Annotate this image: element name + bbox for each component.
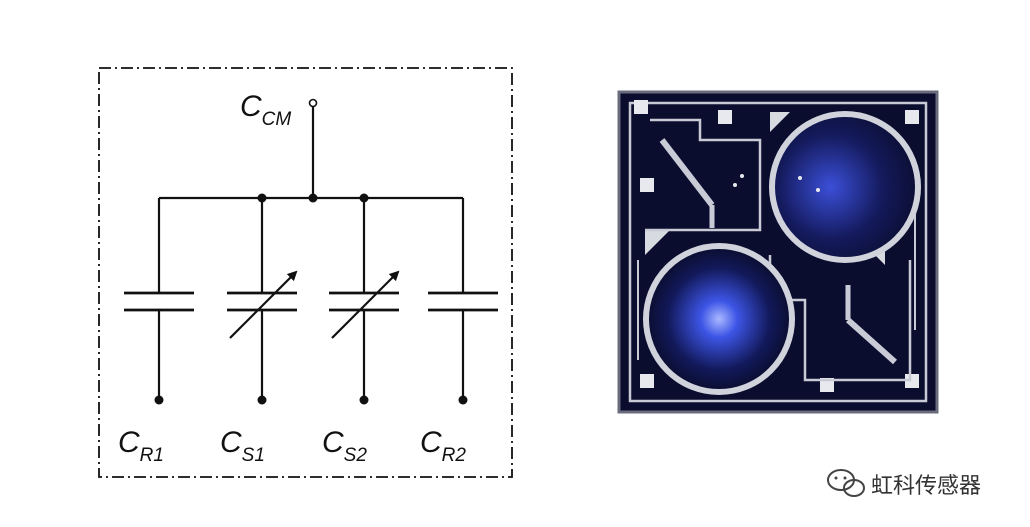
sensing-diaphragm bbox=[769, 111, 921, 263]
bond-pad bbox=[905, 110, 919, 124]
capacitor-s2: CS2 bbox=[322, 198, 400, 466]
svg-text:CCM: CCM bbox=[240, 90, 291, 130]
wechat-icon bbox=[827, 469, 865, 497]
schematic-border bbox=[98, 67, 513, 478]
capacitor-label: CS1 bbox=[220, 426, 265, 466]
common-node-terminal bbox=[308, 98, 318, 108]
variable-arrow bbox=[331, 270, 400, 339]
watermark: 虹科传感器 bbox=[827, 469, 981, 499]
sensing-diaphragm bbox=[643, 243, 795, 395]
variable-arrow bbox=[229, 270, 298, 339]
capacitor-r2: CR2 bbox=[420, 198, 498, 466]
common-node-letter: C bbox=[240, 90, 262, 123]
common-node: CCM bbox=[240, 90, 318, 198]
bond-pad bbox=[640, 178, 654, 192]
electrode-finger bbox=[846, 317, 897, 365]
bond-pad bbox=[634, 100, 648, 114]
electrode-finger bbox=[659, 138, 715, 207]
junction-dot bbox=[308, 193, 318, 203]
terminal-dot bbox=[458, 395, 468, 405]
capacitance-schematic: CCM CR1 CS1 CS2 CR2 bbox=[98, 67, 513, 478]
bond-pad bbox=[718, 110, 732, 124]
bond-pad bbox=[820, 378, 834, 392]
capacitor-branches: CR1 CS1 CS2 CR2 bbox=[118, 198, 498, 466]
terminal-dot bbox=[359, 395, 369, 405]
capacitor-label: CR1 bbox=[118, 426, 164, 466]
bond-pad bbox=[640, 374, 654, 388]
capacitor-r1: CR1 bbox=[118, 198, 194, 466]
capacitor-s1: CS1 bbox=[220, 198, 298, 466]
common-node-subscript: CM bbox=[262, 109, 292, 130]
capacitor-label: CS2 bbox=[322, 426, 367, 466]
terminal-dot bbox=[154, 395, 164, 405]
bond-pad bbox=[905, 374, 919, 388]
capacitor-label: CR2 bbox=[420, 426, 466, 466]
terminal-dot bbox=[257, 395, 267, 405]
sensor-chip-photo bbox=[617, 90, 939, 414]
watermark-text: 虹科传感器 bbox=[871, 474, 981, 499]
